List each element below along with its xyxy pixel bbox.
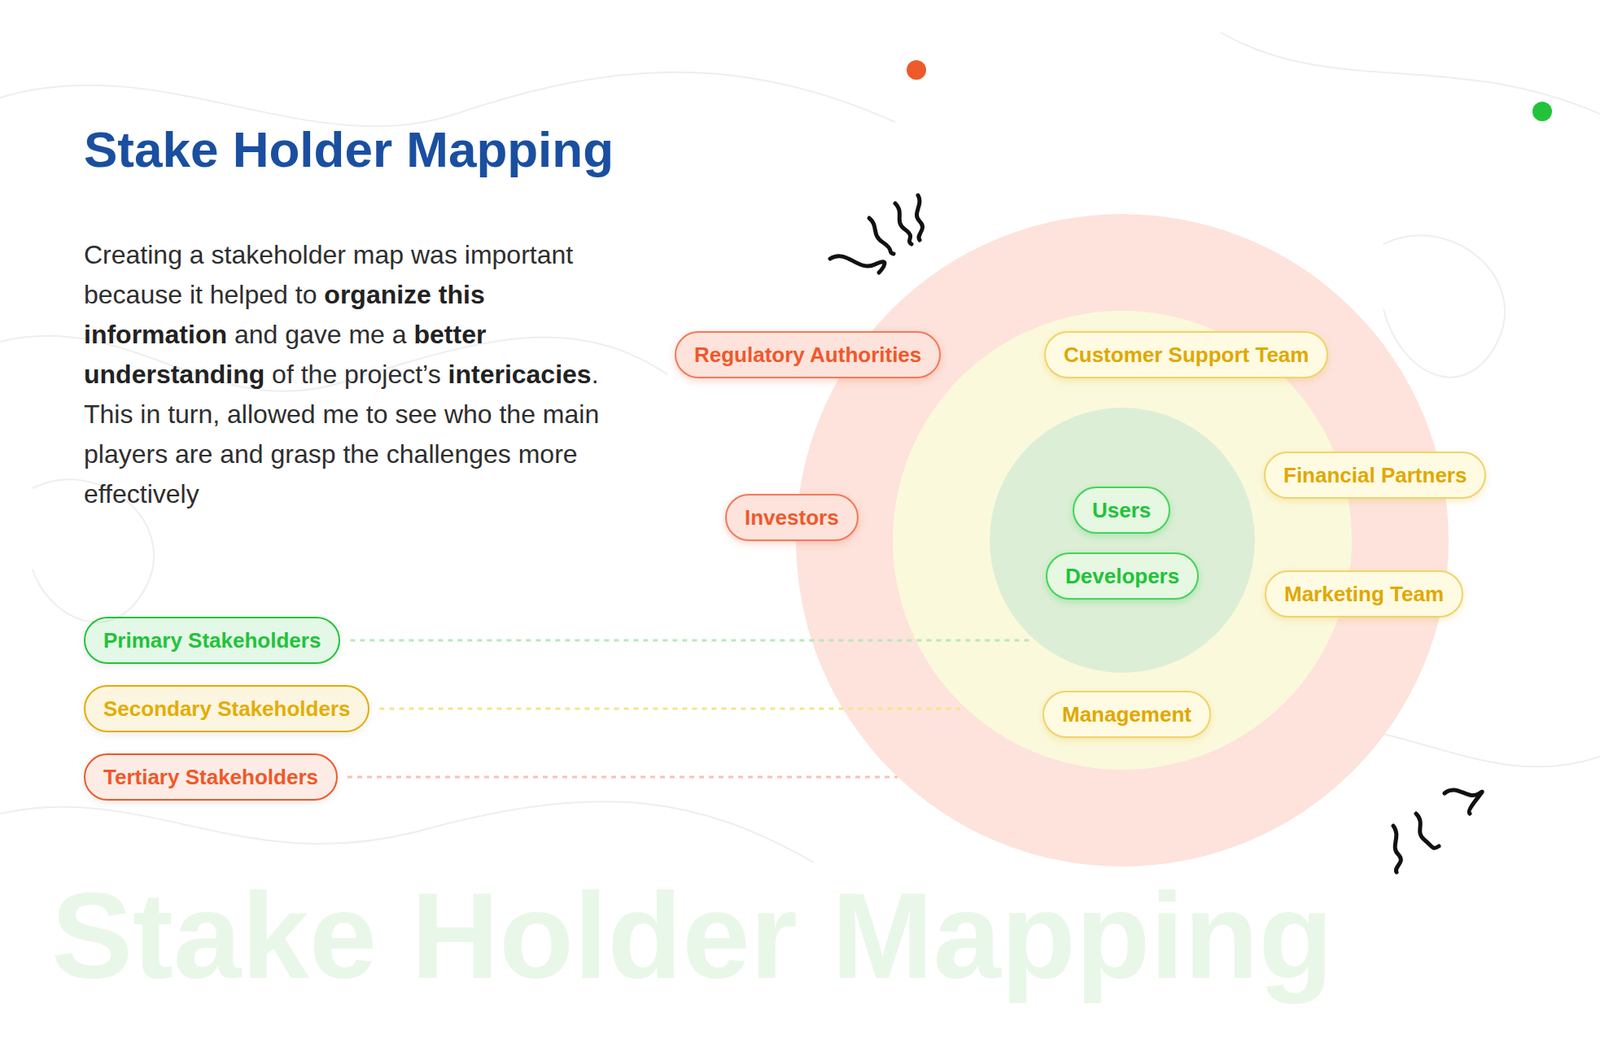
accent-dot [1532, 101, 1552, 122]
emphasis-text: intericacies [448, 359, 592, 390]
watermark: Stake Holder Mapping [51, 874, 1334, 997]
stakeholder-pill-text: Customer Support Team [1063, 342, 1309, 368]
stakeholder-pill-text: Investors [744, 505, 840, 530]
legend-pill-text: Secondary Stakeholders [103, 696, 350, 722]
secondary-ring [892, 310, 1352, 770]
stakeholder-pill: Developers [1045, 552, 1199, 600]
legend-pill: Primary Stakeholders [83, 616, 341, 665]
legend-pill-text: Primary Stakeholders [103, 628, 321, 653]
tertiary-ring [795, 214, 1449, 867]
leader-line [347, 776, 898, 779]
accent-dot [906, 60, 927, 80]
stakeholder-pill: Marketing Team [1264, 570, 1464, 618]
stakeholder-pill: Investors [725, 493, 859, 542]
stakeholder-pill-text: Users [1092, 498, 1151, 523]
stakeholder-pill: Users [1072, 486, 1171, 534]
legend-pill-text: Tertiary Stakeholders [103, 765, 319, 790]
stakeholder-pill-text: Developers [1065, 563, 1180, 589]
legend-pill: Secondary Stakeholders [83, 685, 370, 733]
leader-line [379, 708, 961, 711]
intro-paragraph: Creating a stakeholder map was important… [83, 235, 630, 515]
stakeholder-pill-text: Financial Partners [1283, 463, 1467, 488]
stakeholder-pill: Management [1042, 690, 1211, 739]
leader-line [349, 639, 1031, 643]
stakeholder-pill: Financial Partners [1263, 451, 1487, 499]
stakeholder-pill: Regulatory Authorities [674, 331, 941, 379]
stakeholder-pill-text: Management [1062, 702, 1192, 727]
body-text: and gave me a [234, 319, 407, 350]
stakeholder-pill-text: Marketing Team [1284, 581, 1444, 607]
squiggles [830, 195, 1482, 873]
page-title: Stake Holder Mapping [83, 120, 614, 179]
primary-core [989, 407, 1255, 674]
legend-pill: Tertiary Stakeholders [83, 753, 338, 801]
stakeholder-pill: Customer Support Team [1044, 331, 1329, 379]
stakeholder-pill-text: Regulatory Authorities [694, 342, 922, 368]
body-text: of the project’s [271, 359, 442, 390]
